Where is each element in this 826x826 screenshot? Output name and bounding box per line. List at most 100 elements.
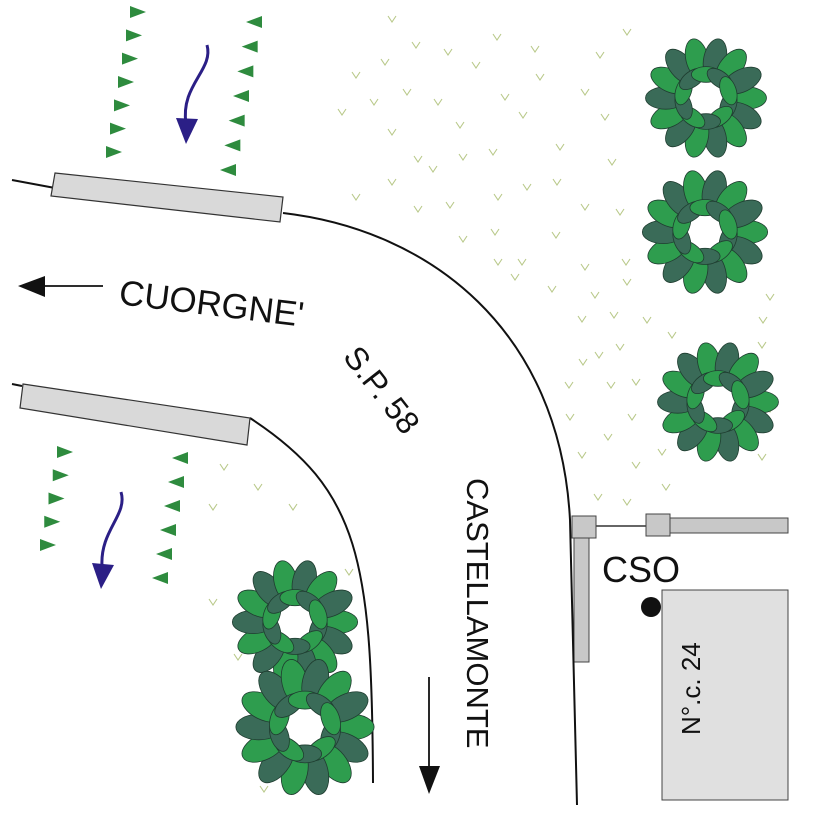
slope-mark-icon [106,146,122,158]
grass-tuft-icon [351,71,361,79]
tree-icon [645,38,767,158]
grass-tuft-icon [493,258,503,266]
grass-tuft-icon [621,258,631,266]
grass-tuft-icon [607,158,617,166]
grass-tuft-icon [615,208,625,216]
grass-tuft-icon [492,33,502,41]
slope-mark-icon [172,452,188,464]
grass-tuft-icon [428,165,438,173]
pipe-vertical [573,529,590,663]
grass-tuft-icon [413,155,423,163]
grass-tuft-icon [208,598,218,606]
grass-tuft-icon [757,341,767,349]
grass-tuft-icon [642,316,652,324]
slope-mark-icon [48,492,65,505]
grass-tuft-icon [627,413,637,421]
grass-tuft-icon [631,461,641,469]
grass-tuft-icon [580,203,590,211]
grass-tuft-icon [657,448,667,456]
grass-tuft-icon [565,413,575,421]
label-civic-number: N°.c. 24 [676,642,706,735]
building-24 [661,589,789,801]
slope-mark-icon [52,469,69,482]
grass-tuft-icon [455,121,465,129]
grass-tuft-icon [387,128,397,136]
slope-mark-icon [152,572,168,584]
slope-mark-icon [160,524,176,536]
pipe-horizontal [667,517,789,534]
grass-tuft-icon [402,88,412,96]
grass-tuft-icon [535,73,545,81]
tree-icon [657,342,779,462]
grass-tuft-icon [387,15,397,23]
grass-tuft-icon [577,315,587,323]
grass-tuft-icon [344,568,354,576]
slope-mark-icon [57,446,73,458]
grass-tuft-icon [443,48,453,56]
barrier-north [50,172,284,223]
grass-tuft-icon [765,293,775,301]
grass-tuft-icon [595,51,605,59]
grass-tuft-icon [530,45,540,53]
slope-mark-icon [233,90,249,102]
grass-layer [208,15,775,793]
grass-tuft-icon [411,41,421,49]
grass-tuft-icon [413,205,423,213]
cso-point-icon [641,597,661,617]
slope-mark-icon [220,164,236,176]
grass-tuft-icon [757,453,767,461]
direction-arrow-icon [18,276,103,297]
grass-tuft-icon [622,28,632,36]
flow-arrow-icon [92,491,124,589]
road-edge-inner [11,383,374,784]
grass-tuft-icon [490,228,500,236]
label-cso: CSO [602,549,680,590]
label-road: S.P. 58 [336,339,426,441]
slope-mark-icon [168,476,184,488]
grass-tuft-icon [577,451,587,459]
grass-tuft-icon [622,498,632,506]
pipe-junction-right [645,513,671,537]
grass-tuft-icon [552,178,562,186]
grass-tuft-icon [661,483,671,491]
label-cuorgne: CUORGNE' [117,273,306,334]
road-edge-outer [11,179,578,806]
grass-tuft-icon [547,285,557,293]
grass-tuft-icon [517,258,527,266]
grass-tuft-icon [590,291,600,299]
grass-tuft-icon [233,653,243,661]
grass-tuft-icon [387,178,397,186]
pipe-junction-left [571,515,597,539]
label-castellamonte: CASTELLAMONTE [460,478,495,748]
slope-mark-icon [40,539,56,551]
grass-tuft-icon [500,93,510,101]
slope-mark-icon [246,16,262,28]
slope-mark-icon [110,122,126,135]
slope-mark-icon [228,114,245,127]
grass-tuft-icon [578,358,588,366]
barrier-south [19,383,251,446]
grass-tuft-icon [208,503,218,511]
trees [231,38,779,795]
grass-tuft-icon [380,58,390,66]
slope-mark-icon [114,99,130,112]
slope-mark-icon [44,515,61,528]
slope-mark-icon [156,548,172,560]
grass-tuft-icon [259,785,269,793]
grass-tuft-icon [615,343,625,351]
grass-tuft-icon [458,235,468,243]
grass-tuft-icon [510,273,520,281]
slope-mark-icon [122,52,138,65]
slope-mark-icon [164,500,180,512]
grass-tuft-icon [593,493,603,501]
grass-tuft-icon [351,193,361,201]
grass-tuft-icon [522,183,532,191]
grass-tuft-icon [288,503,298,511]
tree-icon [231,560,359,684]
slope-mark-icon [241,40,258,53]
grass-tuft-icon [518,111,528,119]
slope-mark-icon [237,65,254,78]
grass-tuft-icon [622,278,632,286]
